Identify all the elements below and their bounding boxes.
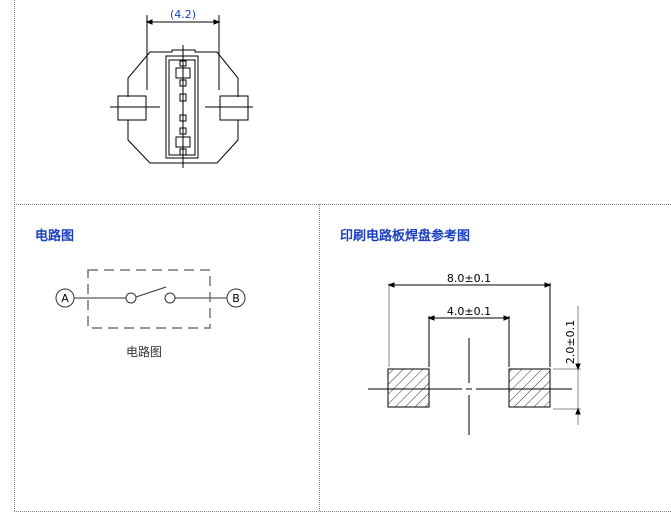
circuit-caption: 电路图 (126, 345, 163, 359)
pcb-land-pattern (368, 282, 581, 435)
dimension-height: 2.0±0.1 (564, 320, 577, 364)
frame-border-bottom (14, 511, 671, 512)
pcb-section-title: 印刷电路板焊盘参考图 (340, 229, 471, 244)
dimension-label-width: (4.2) (170, 8, 196, 21)
dimension-inner: 4.0±0.1 (447, 305, 491, 318)
frame-divider-horizontal (14, 204, 671, 205)
dimension-outer: 8.0±0.1 (447, 272, 491, 285)
terminal-b-label: B (232, 292, 240, 305)
component-top-view (110, 15, 253, 168)
circuit-diagram (55, 269, 246, 329)
terminal-a-label: A (61, 292, 69, 305)
frame-border-left (14, 0, 15, 511)
circuit-section-title: 电路图 (35, 229, 75, 244)
frame-divider-vertical (319, 204, 320, 511)
